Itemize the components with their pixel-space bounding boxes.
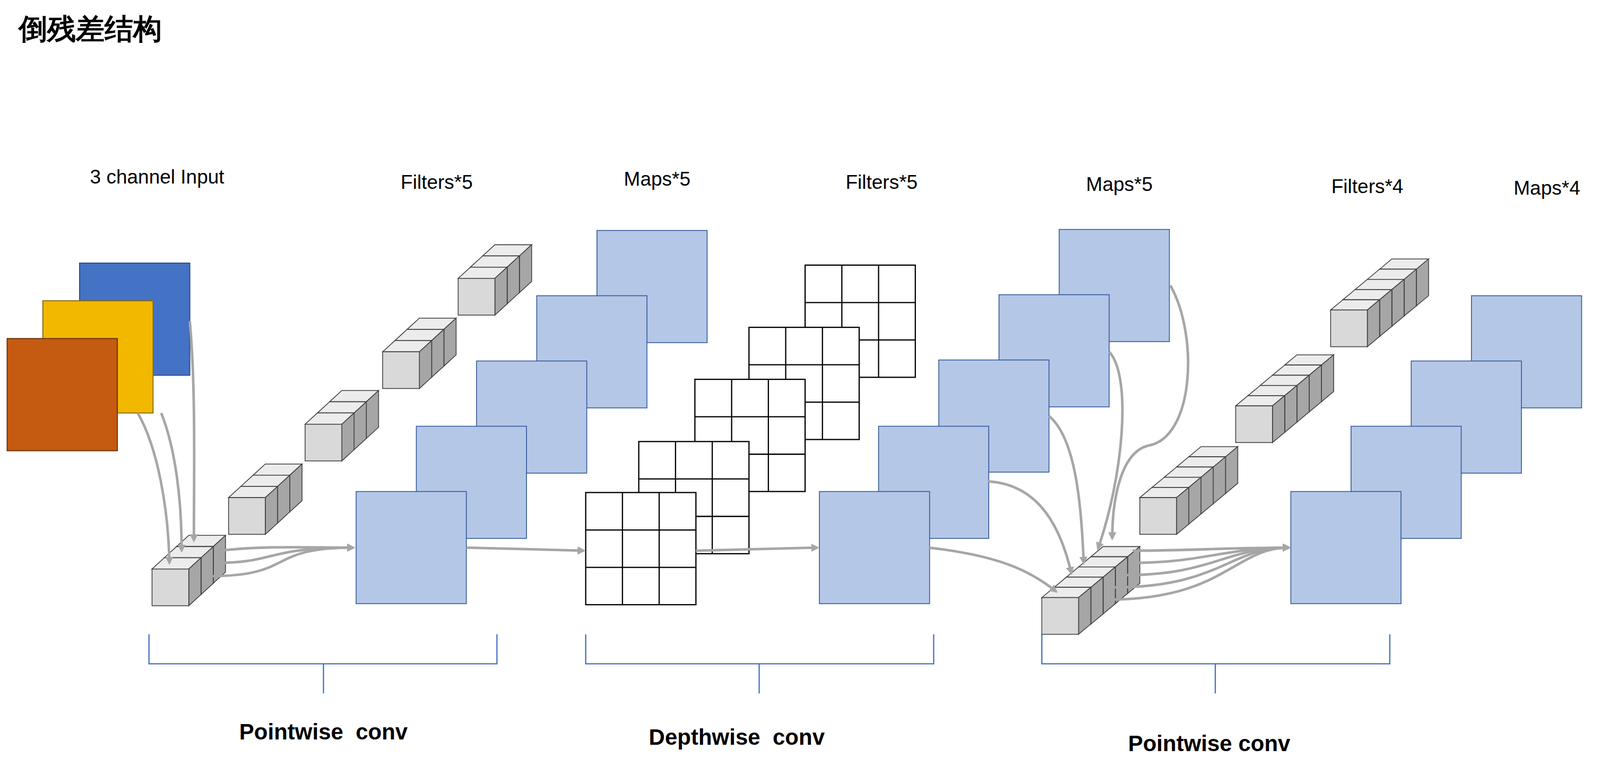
cube-side (1272, 395, 1285, 443)
cube-side (495, 267, 508, 316)
kernel-grid-line (585, 529, 697, 531)
cube-side (366, 390, 379, 439)
cube-side (1367, 299, 1380, 347)
cube-side (1404, 269, 1417, 317)
cube-side (419, 340, 432, 389)
flow-arrow (466, 547, 584, 551)
cube-side (507, 256, 520, 305)
cube-side (1309, 365, 1322, 412)
feature-maps (819, 229, 1170, 605)
cube-side (289, 464, 302, 513)
feature-map (356, 491, 467, 604)
cube-side (1296, 375, 1310, 422)
cube-side (353, 401, 367, 450)
kernel-grid-line (621, 493, 624, 605)
flow-arrows (137, 285, 1290, 600)
cube-front (1139, 497, 1177, 535)
cube-side (1091, 577, 1104, 625)
heading-label: Pointwise conv (239, 719, 408, 746)
heading-label: Depthwise conv (649, 724, 825, 751)
kernel-grid-line (638, 478, 750, 480)
cube-side (1103, 567, 1116, 614)
part-label: Filters*5 (400, 171, 473, 195)
feature-maps (1290, 295, 1582, 604)
part-label: Maps*5 (1086, 173, 1153, 197)
flow-arrow (928, 547, 1057, 592)
part-label: Maps*5 (624, 168, 691, 192)
flow-arrow (987, 481, 1072, 574)
filters (152, 244, 1429, 635)
kernel-grid-line (585, 566, 697, 568)
flow-arrow (1049, 416, 1084, 564)
cube-side (341, 413, 354, 462)
cube-side (1176, 487, 1189, 535)
cube-side (1284, 385, 1297, 433)
flow-arrow (695, 547, 818, 551)
flow-arrow (1106, 547, 1289, 600)
cube-front (382, 351, 420, 389)
cube-side (519, 244, 532, 293)
cube-side (1200, 466, 1214, 514)
cube-side (1379, 289, 1392, 337)
cube-front (228, 497, 266, 535)
cube-side (277, 475, 290, 524)
kernel-grid-line (694, 416, 806, 418)
part-label: 3 channel Input (90, 166, 225, 189)
flow-arrow (1097, 351, 1123, 549)
feature-map (1290, 491, 1401, 604)
flow-arrow (209, 547, 353, 577)
cube-side (431, 329, 444, 378)
part-label: Filters*5 (845, 171, 918, 195)
flow-arrow (137, 413, 170, 564)
flow-arrow (161, 413, 182, 552)
cube-side (1391, 279, 1405, 327)
bracket (1041, 634, 1390, 694)
kernel-grid (585, 493, 697, 605)
kernel-grid-line (805, 301, 916, 304)
cube-side (201, 546, 214, 595)
cube-side (1213, 456, 1226, 504)
part-label: Filters*4 (1331, 175, 1404, 199)
kernel-grid-line (877, 265, 879, 378)
cube-side (1078, 587, 1091, 635)
kernel-grid-line (748, 364, 860, 366)
heading-label: 倒残差结构 (18, 12, 162, 46)
flow-arrow (189, 321, 195, 541)
cube-side (1225, 446, 1238, 494)
kernel-grid-line (658, 493, 660, 605)
input-channel (6, 338, 118, 451)
cube-side (1321, 355, 1334, 402)
cube-front (457, 278, 495, 316)
cube-front (1330, 309, 1368, 347)
kernel-grid-line (822, 327, 824, 440)
bracket (585, 634, 934, 694)
bracket (149, 634, 498, 694)
cube-side (1115, 557, 1128, 604)
cube-side (443, 318, 456, 367)
cube-side (265, 486, 278, 535)
cube-side (188, 558, 202, 607)
brackets (149, 634, 1390, 694)
cube-side (1416, 258, 1429, 306)
cube-front (152, 569, 189, 607)
kernel-grid-line (711, 441, 713, 554)
cube-front (1041, 598, 1079, 635)
feature-map (819, 491, 930, 604)
part-label: Maps*4 (1513, 177, 1580, 201)
cube-front (305, 424, 342, 462)
flow-arrow (1112, 285, 1189, 539)
cube-front (1235, 405, 1273, 443)
flow-arrow (1114, 547, 1290, 588)
heading-label: Pointwise conv (1128, 731, 1291, 757)
cube-side (1188, 477, 1201, 525)
kernel-grid-line (767, 379, 769, 492)
